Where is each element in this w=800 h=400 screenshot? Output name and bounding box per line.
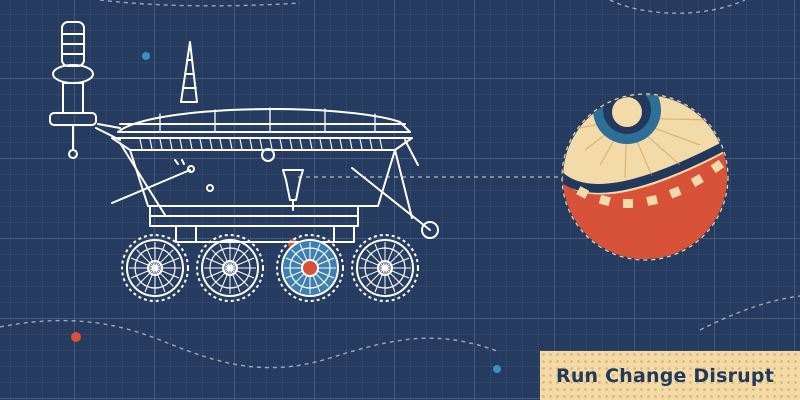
planet-outline [561,93,729,261]
lunar-rover-icon [49,21,439,243]
wheel-icon-highlight [276,234,344,302]
red-dot-small [71,332,81,342]
blue-dot-small [493,365,501,373]
wheel-icon [121,234,189,302]
wheel-icon [196,234,264,302]
blue-dot [142,52,150,60]
wheel-icon [351,234,419,302]
headline-badge: Run Change Disrupt [540,351,800,400]
planet-icon [563,95,727,259]
dashed-paths [0,0,800,369]
headline-text: Run Change Disrupt [556,364,774,387]
